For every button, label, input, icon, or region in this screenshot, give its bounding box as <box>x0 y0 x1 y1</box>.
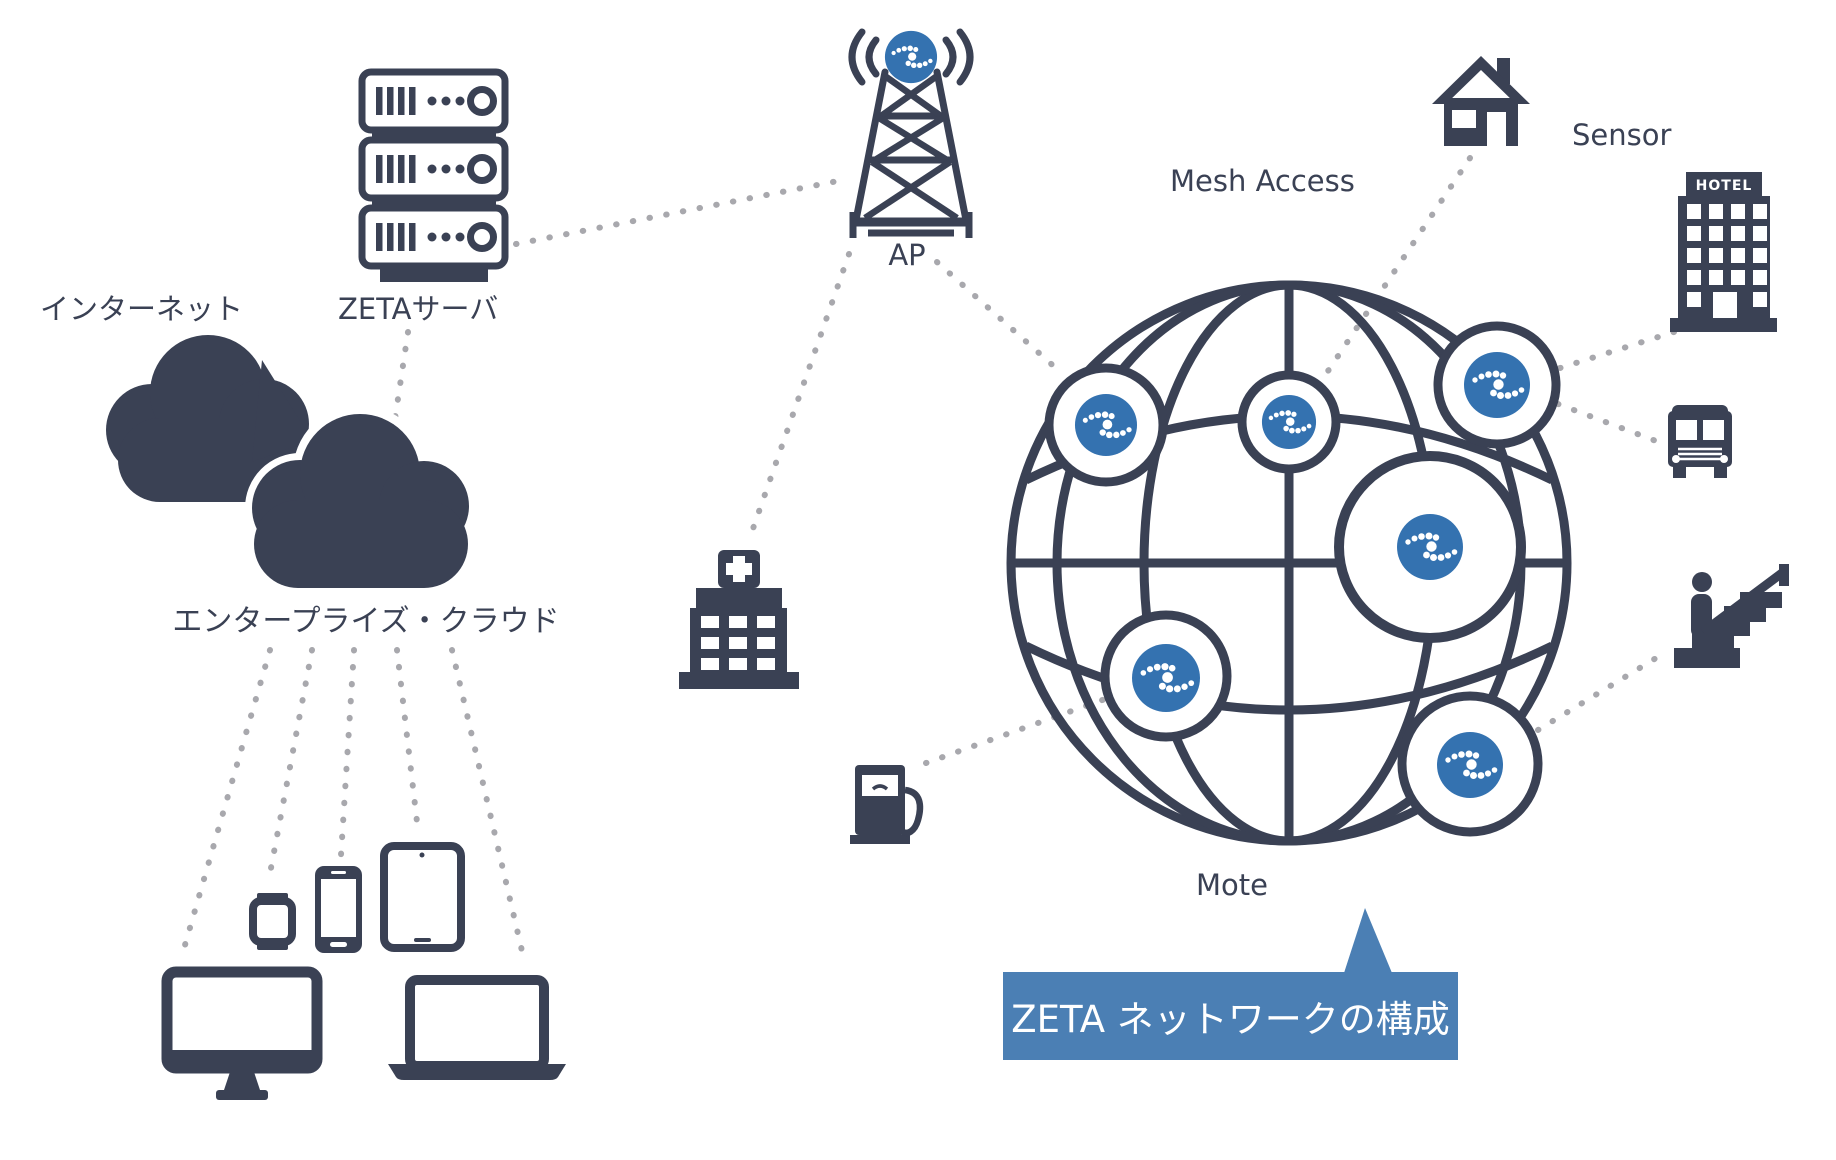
hotel-sign-label: HOTEL <box>1696 178 1753 194</box>
banner-pointer <box>1344 908 1392 973</box>
hospital-icon <box>679 550 799 689</box>
bus-icon <box>1668 405 1732 478</box>
internet-label: インターネット <box>40 292 244 326</box>
ap-label: AP <box>888 238 926 272</box>
mesh-node-right-large <box>1334 451 1526 643</box>
house-icon <box>1432 56 1530 146</box>
smartwatch-icon <box>249 893 296 950</box>
zeta-server-label: ZETAサーバ <box>338 292 499 326</box>
laptop-icon <box>388 975 566 1080</box>
ap-tower-icon <box>848 28 974 238</box>
tablet-icon <box>380 842 465 952</box>
enterprise-cloud-label: エンタープライズ・クラウド <box>172 604 560 639</box>
mesh-node-top <box>1237 370 1341 474</box>
diagram-title-banner: ZETA ネットワークの構成 <box>1003 972 1458 1060</box>
mesh-node-bottom-left <box>1100 610 1232 742</box>
sensor-label: Sensor <box>1572 118 1672 152</box>
enterprise-cloud-icon <box>245 405 476 595</box>
mesh-globe-icon <box>1006 280 1572 846</box>
gas-pump-icon <box>850 765 924 844</box>
mesh-access-label: Mesh Access <box>1170 164 1355 198</box>
mesh-node-left <box>1044 363 1168 487</box>
zeta-server-icon <box>358 68 509 282</box>
smartphone-icon <box>315 866 362 953</box>
hotel-icon: HOTEL <box>1670 172 1777 332</box>
desktop-monitor-icon <box>161 966 323 1100</box>
dotted-connectors <box>182 155 1677 954</box>
mesh-node-top-right <box>1433 321 1561 449</box>
internet-cloud-icon <box>106 335 312 502</box>
mesh-node-bottom-right <box>1397 691 1543 837</box>
escalator-icon <box>1674 564 1789 668</box>
mote-label: Mote <box>1196 868 1268 902</box>
